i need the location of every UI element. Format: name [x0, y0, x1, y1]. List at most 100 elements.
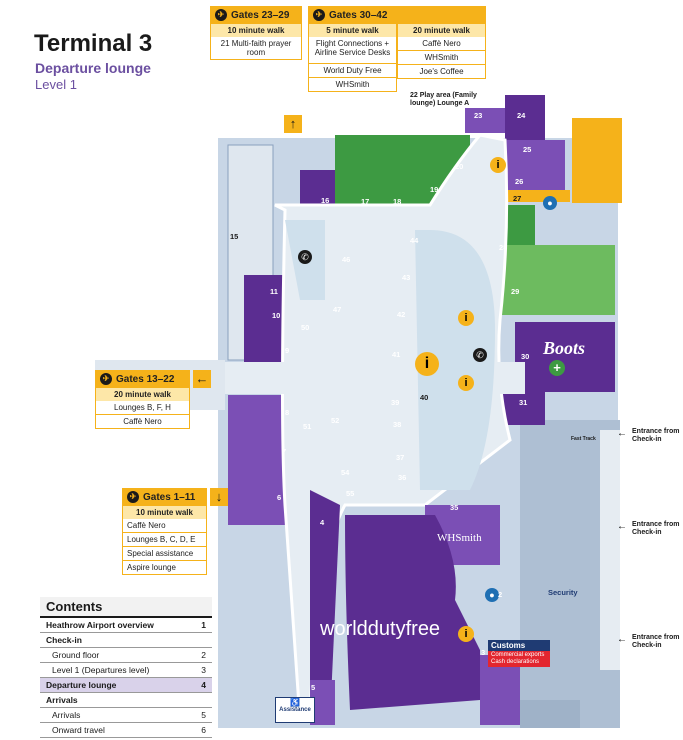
- unit-number-52: 52: [331, 416, 340, 425]
- info-icon: i: [458, 310, 474, 326]
- unit-number-50: 50: [301, 323, 310, 332]
- unit-number-18: 18: [393, 197, 402, 206]
- info-icon: i: [490, 157, 506, 173]
- unit-number-29: 29: [511, 287, 520, 296]
- unit-number-46: 46: [342, 255, 351, 264]
- contents-item[interactable]: Onward travel 6: [40, 723, 212, 738]
- plane-icon: ✈: [215, 9, 227, 21]
- gates-1-11-item-3: Aspire lounge: [122, 561, 207, 575]
- unit-number-37: 37: [396, 453, 405, 462]
- contents-item[interactable]: Ground floor 2: [40, 648, 212, 663]
- gates-1-11-item-0: Caffè Nero: [122, 519, 207, 533]
- gates-13-22-item-1: Caffè Nero: [95, 415, 190, 429]
- arrow-left-icon: ←: [617, 634, 627, 645]
- store-25: [505, 140, 565, 190]
- plane-icon: ✈: [127, 491, 139, 503]
- contents-item[interactable]: Level 1 (Departures level) 3: [40, 663, 212, 678]
- page-subtitle: Departure lounge: [35, 60, 151, 76]
- unit-number-41: 41: [392, 350, 401, 359]
- gates-30-42-box: ✈Gates 30–42 5 minute walk Flight Connec…: [308, 6, 486, 92]
- gates-13-22-title: Gates 13–22: [116, 373, 175, 385]
- water-drop-icon: ●: [543, 196, 557, 210]
- contents-item-page: 3: [201, 665, 206, 675]
- unit-number-15: 15: [230, 232, 239, 241]
- store-30-boots: [515, 322, 615, 392]
- plane-icon: ✈: [313, 9, 325, 21]
- gates-23-29-box: ✈Gates 23–29 10 minute walk 21 Multi-fai…: [210, 6, 302, 60]
- contents-item[interactable]: Check-in: [40, 633, 212, 648]
- unit-number-38: 38: [393, 420, 402, 429]
- gates-30-42-walk-left: 5 minute walk: [308, 24, 397, 37]
- unit-number-40: 40: [420, 393, 429, 402]
- unit-number-11: 11: [270, 287, 278, 296]
- info-icon: i: [415, 352, 439, 376]
- contents-item[interactable]: Arrivals: [40, 693, 212, 708]
- customs-details: Commercial exports Cash declarations: [488, 651, 550, 667]
- gates-30-42-left-1: World Duty Free: [308, 64, 397, 78]
- contents-item-page: 2: [201, 650, 206, 660]
- customs-sub2: Cash declarations: [491, 659, 540, 665]
- unit-number-17: 17: [361, 197, 370, 206]
- unit-number-42: 42: [397, 310, 406, 319]
- contents-item-label: Arrivals: [52, 710, 81, 720]
- unit-number-23: 23: [474, 111, 483, 120]
- gates-23-29-title: Gates 23–29: [231, 9, 290, 21]
- gates-1-11-item-1: Lounges B, C, D, E: [122, 533, 207, 547]
- unit-number-6: 6: [277, 493, 282, 502]
- arrow-left-icon: ←: [193, 370, 211, 388]
- security-lanes: [520, 700, 580, 728]
- store-23: [465, 108, 505, 133]
- unit-number-8: 8: [285, 408, 290, 417]
- assistance-label: Assistance: [279, 707, 311, 713]
- gates-13-22-walk: 20 minute walk: [95, 388, 190, 401]
- store-27: [500, 190, 570, 202]
- unit-number-10: 10: [272, 311, 281, 320]
- unit-number-31: 31: [519, 398, 528, 407]
- gates-30-42-left-2: WHSmith: [308, 78, 397, 92]
- unit-number-26: 26: [515, 177, 524, 186]
- gates-13-22-box: ✈Gates 13–22 20 minute walk Lounges B, F…: [95, 370, 190, 429]
- gates-30-42-title: Gates 30–42: [329, 9, 388, 21]
- unit-number-24: 24: [517, 111, 526, 120]
- assistance-box: ♿ Assistance: [275, 697, 315, 723]
- unit-number-30: 30: [521, 352, 530, 361]
- gates-23-29-item: 21 Multi-faith prayer room: [210, 37, 302, 60]
- arrow-left-icon: ←: [617, 521, 627, 532]
- unit-number-43: 43: [402, 273, 411, 282]
- store-4-west: [310, 490, 340, 720]
- contents-item-page: 4: [201, 680, 206, 690]
- unit-number-3: 3: [481, 648, 486, 657]
- facilities-block: [572, 118, 622, 203]
- contents-item-label: Check-in: [46, 635, 82, 645]
- contents-item-label: Arrivals: [46, 695, 78, 705]
- unit-number-20: 20: [455, 162, 464, 171]
- fast-track-label: Fast Track: [571, 436, 596, 442]
- contents-item-page: 5: [201, 710, 206, 720]
- customs-title: Customs: [491, 641, 526, 650]
- gates-30-42-right-1: WHSmith: [397, 51, 486, 65]
- contents-item-label: Level 1 (Departures level): [52, 665, 150, 675]
- contents-item-label: Onward travel: [52, 725, 105, 735]
- info-icon: i: [458, 626, 474, 642]
- contents-item-page: 6: [201, 725, 206, 735]
- gates-30-42-right-2: Joe's Coffee: [397, 65, 486, 79]
- contents-item-page: 1: [201, 620, 206, 630]
- store-18: [368, 135, 403, 210]
- boots-logo: Boots: [543, 338, 586, 358]
- plane-icon: ✈: [100, 373, 112, 385]
- contents-item-label: Ground floor: [52, 650, 100, 660]
- level-label: Level 1: [35, 77, 77, 92]
- unit-number-2: 2: [498, 590, 503, 599]
- gates-30-42-walk-right: 20 minute walk: [397, 24, 486, 37]
- entrance-1: Entrance from Check-in: [632, 428, 680, 443]
- customs-box: Customs Commercial exports Cash declarat…: [488, 640, 550, 667]
- arrow-down-icon: ↓: [210, 488, 228, 506]
- gates-1-11-item-2: Special assistance: [122, 547, 207, 561]
- phone-icon: ✆: [298, 250, 312, 264]
- unit-number-28: 28: [499, 243, 508, 252]
- phone-icon: ✆: [473, 348, 487, 362]
- contents-item[interactable]: Arrivals 5: [40, 708, 212, 723]
